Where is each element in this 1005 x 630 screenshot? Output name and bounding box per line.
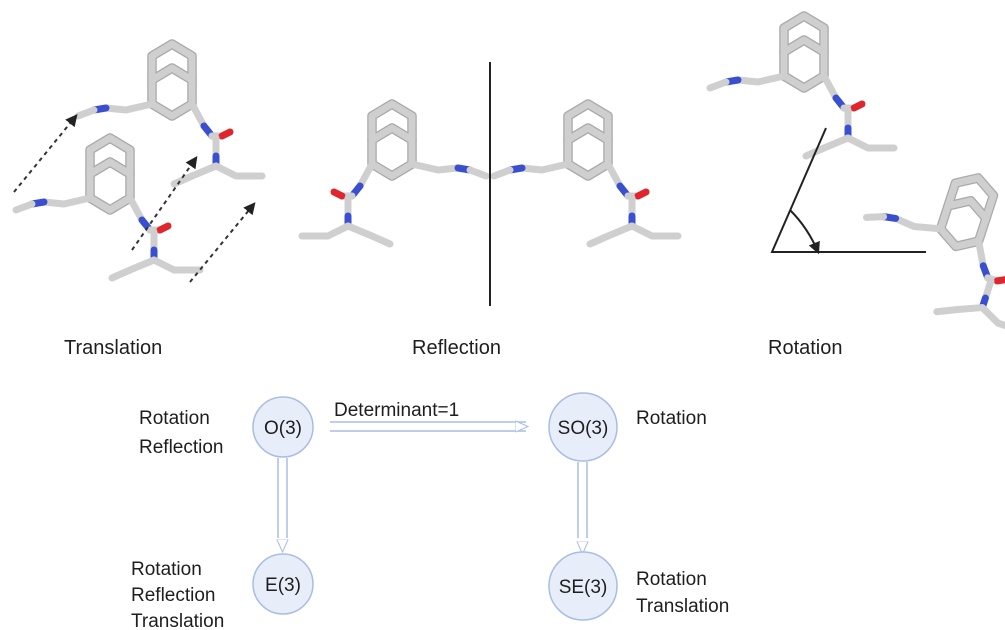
node-so3-desc-rotation: Rotation (636, 408, 707, 429)
node-e3-desc-translation: Translation (131, 611, 224, 630)
node-o3-desc-reflection: Reflection (139, 437, 224, 458)
edge-so3-se3 (578, 462, 587, 554)
edge-o3-e3 (278, 458, 287, 552)
node-e3-label: E(3) (265, 575, 301, 596)
edge-label-determinant: Determinant=1 (334, 400, 459, 421)
reflection-molecule-left (302, 104, 486, 244)
translation-molecules (16, 44, 262, 278)
node-o3: O(3) (252, 396, 314, 458)
edge-o3-so3 (330, 422, 528, 431)
rotation-molecule-2 (845, 149, 1005, 339)
rotation-molecules (710, 16, 1005, 339)
rotation-molecule-1 (710, 16, 894, 156)
caption-reflection: Reflection (412, 337, 501, 359)
node-e3-desc-rotation: Rotation (131, 559, 202, 580)
node-se3-desc-rotation: Rotation (636, 569, 707, 590)
translation-arrow-2 (131, 156, 198, 251)
node-o3-label: O(3) (264, 418, 302, 439)
node-e3: E(3) (252, 553, 314, 615)
rotation-angle-lines (770, 127, 926, 253)
translation-molecule-2 (16, 138, 200, 278)
translation-arrow-3 (189, 202, 256, 283)
reflection-molecule-right (494, 104, 678, 244)
node-se3-label: SE(3) (559, 577, 608, 598)
translation-arrow-1 (13, 114, 78, 193)
node-so3: SO(3) (548, 392, 618, 462)
node-se3: SE(3) (548, 551, 618, 621)
node-e3-desc-reflection: Reflection (131, 585, 216, 606)
caption-translation: Translation (64, 337, 162, 359)
caption-rotation: Rotation (768, 337, 843, 359)
node-se3-desc-translation: Translation (636, 596, 729, 617)
rotation-angle-arc (789, 209, 820, 255)
node-o3-desc-rotation: Rotation (139, 408, 210, 429)
node-so3-label: SO(3) (558, 418, 609, 439)
